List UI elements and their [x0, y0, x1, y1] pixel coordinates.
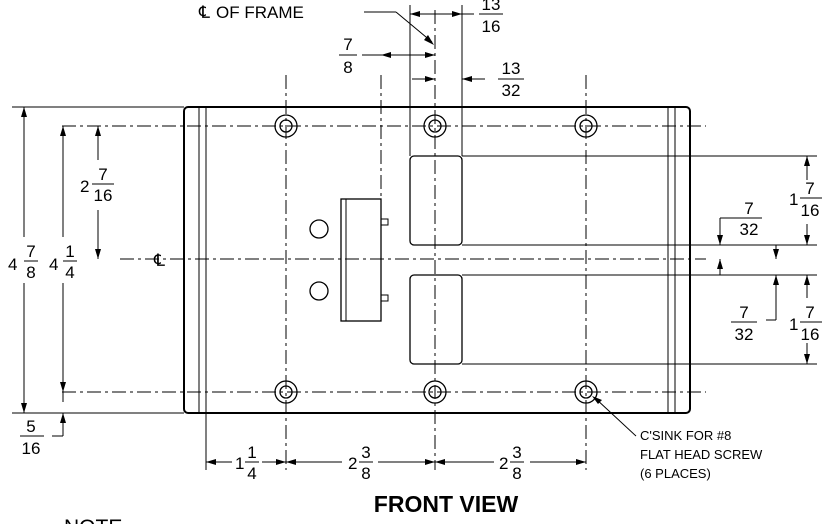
callout-line-2: FLAT HEAD SCREW [640, 447, 763, 462]
top-dimensions [362, 5, 485, 156]
dim-4-1-4-num: 1 [65, 242, 74, 261]
dim-r-upper-1-7-16-num: 7 [805, 179, 814, 198]
round-hole-lower [309, 281, 329, 301]
dim-1-1-4-den: 4 [247, 464, 256, 483]
screw-hole [574, 380, 598, 404]
dim-2-3-8-b-num: 3 [512, 443, 521, 462]
dim-13-32-den: 32 [502, 81, 521, 100]
windows [409, 155, 463, 365]
dim-2-3-8-b-whole: 2 [499, 454, 508, 473]
dim-2-7-16-den: 16 [94, 186, 113, 205]
screw-hole [274, 380, 298, 404]
right-dimensions [462, 155, 817, 365]
dim-4-1-4-whole: 4 [49, 255, 58, 274]
dim-4-7-8-den: 8 [26, 263, 35, 282]
bottom-dimensions [205, 396, 637, 470]
dim-2-3-8-a-whole: 2 [348, 454, 357, 473]
view-title: FRONT VIEW [374, 491, 519, 517]
dim-13-16-den: 16 [482, 17, 501, 36]
round-hole-upper [309, 219, 329, 239]
dim-r-lower-7-32-num: 7 [739, 303, 748, 322]
centerlines [62, 10, 706, 470]
dim-1-1-4-num: 1 [247, 443, 256, 462]
callout-line-1: C'SINK FOR #8 [640, 428, 731, 443]
dim-2-7-16-num: 7 [98, 165, 107, 184]
dim-5-16-den: 16 [22, 439, 41, 458]
dim-7-8-num: 7 [343, 35, 352, 54]
screw-hole [423, 114, 447, 138]
dim-4-7-8-num: 7 [26, 242, 35, 261]
dim-4-7-8-whole: 4 [8, 255, 17, 274]
left-dimensions [12, 106, 184, 437]
centerline-symbol: ℄ [198, 3, 210, 22]
screw-hole [574, 114, 598, 138]
dim-2-3-8-b-den: 8 [512, 464, 521, 483]
dim-2-3-8-a-den: 8 [361, 464, 370, 483]
dim-1-1-4-whole: 1 [235, 454, 244, 473]
dim-r-upper-7-32-num: 7 [744, 199, 753, 218]
frame-plate [183, 106, 691, 414]
note-label: NOTE [64, 516, 122, 524]
dim-r-lower-1-7-16-den: 16 [801, 325, 820, 344]
dim-r-lower-7-32-den: 32 [735, 325, 754, 344]
dim-7-8-den: 8 [343, 58, 352, 77]
screw-hole [274, 114, 298, 138]
centerline-of-frame-label: OF FRAME [216, 3, 304, 22]
callout-line-3: (6 PLACES) [640, 466, 711, 481]
screw-hole [423, 380, 447, 404]
dim-r-lower-1-7-16-num: 7 [805, 303, 814, 322]
dim-r-upper-1-7-16-den: 16 [801, 201, 820, 220]
dim-4-1-4-den: 4 [65, 263, 74, 282]
dim-5-16-num: 5 [26, 417, 35, 436]
dim-r-upper-1-7-16-whole: 1 [789, 190, 798, 209]
dim-13-32-num: 13 [502, 59, 521, 78]
screw-holes [274, 114, 598, 404]
dim-r-lower-1-7-16-whole: 1 [789, 315, 798, 334]
dimension-text: ℄ OF FRAME 13 16 7 8 13 32 2 7 16 4 7 8 … [8, 0, 822, 524]
connector-body [340, 198, 389, 322]
dim-r-upper-7-32-den: 32 [740, 220, 759, 239]
centerline-symbol-left: ℄ [153, 251, 165, 270]
dim-13-16-num: 13 [482, 0, 501, 14]
dim-2-7-16-whole: 2 [80, 177, 89, 196]
dim-2-3-8-a-num: 3 [361, 443, 370, 462]
